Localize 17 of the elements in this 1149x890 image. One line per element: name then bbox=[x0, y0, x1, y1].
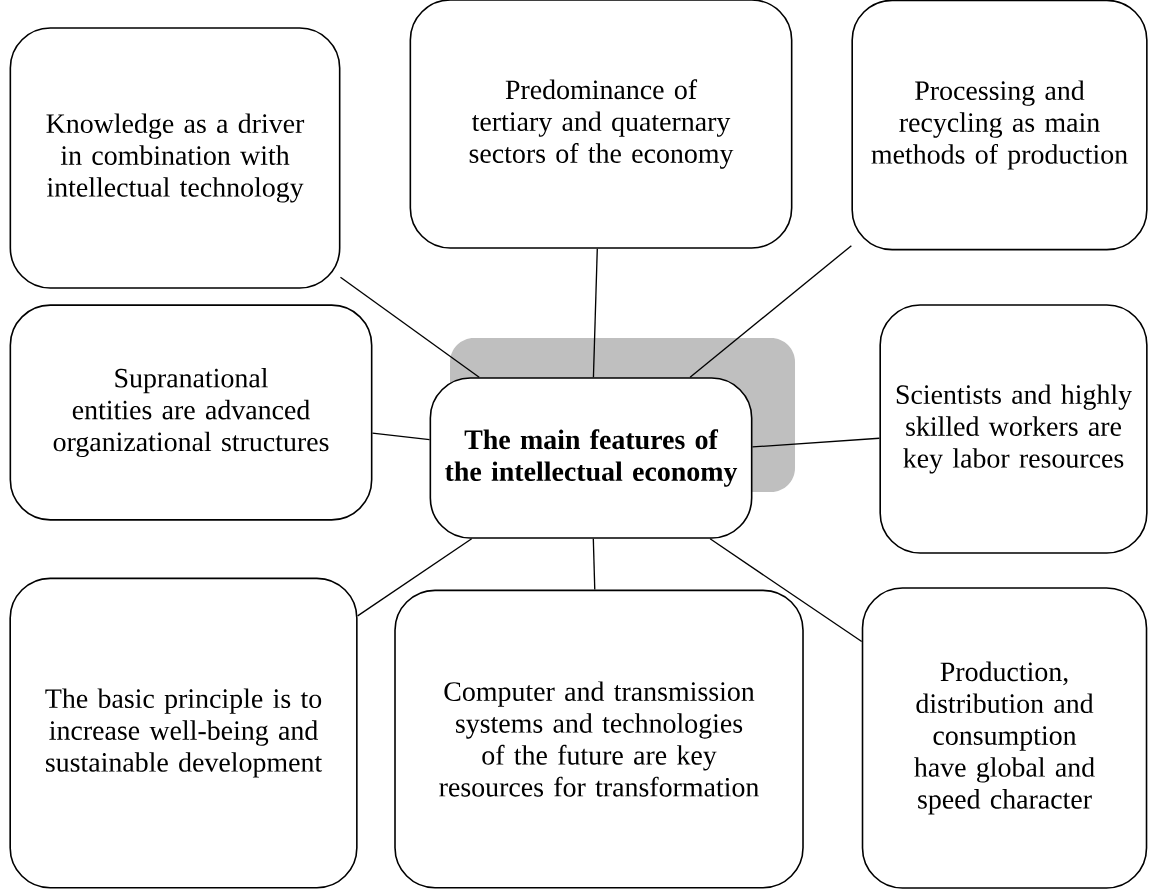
feature-box: Production, distribution and consumption have global and speed character bbox=[861, 587, 1148, 889]
connector-line bbox=[689, 245, 853, 378]
connector-line bbox=[709, 538, 863, 643]
feature-box: Supranational entities are advanced organizational structures bbox=[9, 304, 373, 521]
connector-line bbox=[356, 538, 473, 617]
connector-line bbox=[592, 538, 596, 591]
connector-line bbox=[371, 432, 431, 441]
feature-box: Predominance of tertiary and quaternary sectors of the economy bbox=[409, 0, 793, 249]
feature-box: Knowledge as a driver in combination with intellectual technology bbox=[9, 27, 341, 289]
feature-box: Scientists and highly skilled workers are key labor resources bbox=[879, 304, 1148, 554]
feature-box: The basic principle is to increase well-being and sustainable development bbox=[9, 577, 358, 889]
connector-line bbox=[751, 437, 881, 448]
feature-box: Processing and recycling as main methods of production bbox=[851, 0, 1148, 251]
central-box: The main features of the intellectual economy bbox=[429, 338, 795, 539]
connector-line bbox=[339, 276, 480, 378]
feature-box: Computer and transmission systems and technologies of the future are key resources for transformation bbox=[394, 589, 804, 889]
connector-line bbox=[592, 248, 598, 378]
